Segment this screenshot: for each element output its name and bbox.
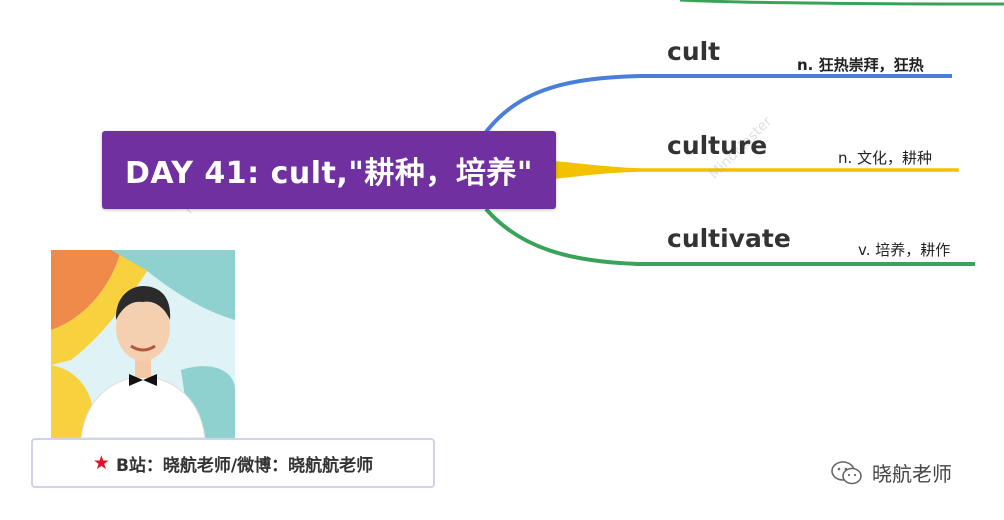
branch-line-cult bbox=[484, 74, 952, 134]
branch-word-cult[interactable]: cult bbox=[667, 37, 721, 66]
social-caption-text: B站：晓航老师/微博：晓航航老师 bbox=[115, 455, 374, 476]
central-topic[interactable]: DAY 41: cult,"耕种，培养" bbox=[102, 131, 556, 209]
wechat-account-name: 晓航老师 bbox=[872, 462, 952, 486]
branch-line-culture bbox=[555, 161, 959, 179]
teacher-photo bbox=[51, 250, 235, 438]
branch-meaning-cultivate: v. 培养，耕作 bbox=[858, 241, 951, 259]
branch-word-culture[interactable]: culture bbox=[667, 131, 768, 160]
wechat-icon bbox=[831, 460, 862, 484]
wechat-account: 晓航老师 bbox=[830, 458, 952, 487]
branch-meaning-cult: n. 狂热崇拜，狂热 bbox=[797, 56, 924, 74]
central-topic-label: DAY 41: cult,"耕种，培养" bbox=[124, 156, 534, 191]
branch-line-cultivate bbox=[484, 207, 975, 266]
star-icon: ★ bbox=[92, 452, 110, 474]
social-caption: ★ B站：晓航老师/微博：晓航航老师 bbox=[31, 438, 435, 488]
branch-meaning-culture: n. 文化，耕种 bbox=[838, 149, 933, 167]
teacher-portrait-illustration bbox=[51, 250, 235, 438]
branch-word-cultivate[interactable]: cultivate bbox=[667, 224, 791, 253]
top-partial-branch bbox=[679, 0, 1004, 6]
